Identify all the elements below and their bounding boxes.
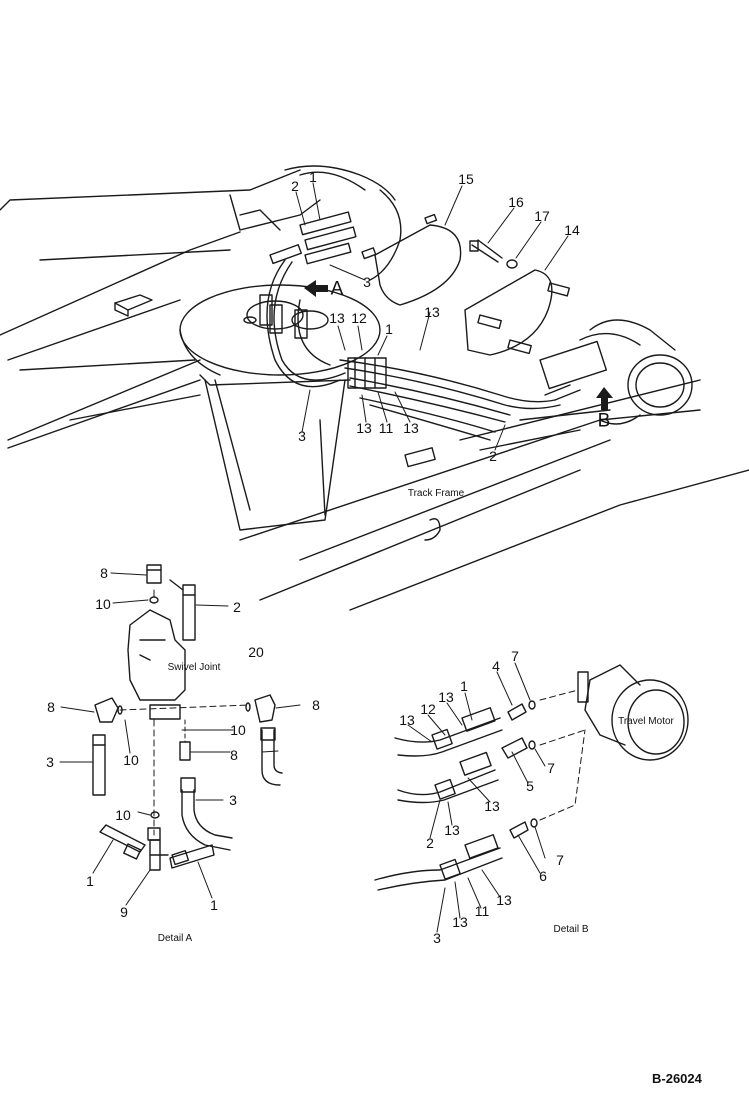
callout-main: 13 xyxy=(424,304,440,320)
callout-detail-b: 7 xyxy=(511,648,519,664)
callout-main: 16 xyxy=(508,194,524,210)
callout-detail-a: 1 xyxy=(210,897,218,913)
callout-detail-b: 2 xyxy=(426,835,434,851)
detail-b-drawing xyxy=(374,664,689,891)
callout-detail-b: 13 xyxy=(484,798,500,814)
view-arrows xyxy=(304,280,613,410)
callout-detail-a: 1 xyxy=(86,873,94,889)
covers-15-14 xyxy=(361,213,571,356)
callout-detail-a: 2 xyxy=(233,599,241,615)
callout-main: 14 xyxy=(564,222,580,238)
track-frame xyxy=(239,379,749,611)
detail-a-drawing xyxy=(92,564,283,871)
callout-detail-b: 1 xyxy=(460,678,468,694)
callout-detail-a: 8 xyxy=(100,565,108,581)
callout-detail-b: 13 xyxy=(438,689,454,705)
callout-main: 3 xyxy=(363,274,371,290)
callout-main: 3 xyxy=(298,428,306,444)
callout-detail-b: 7 xyxy=(556,852,564,868)
callout-detail-b: 13 xyxy=(496,892,512,908)
detail-b-title: Detail B xyxy=(553,924,589,935)
callout-main: 1 xyxy=(385,321,393,337)
callout-detail-a: 8 xyxy=(312,697,320,713)
view-label-a: A xyxy=(330,278,344,300)
callout-detail-b: 3 xyxy=(433,930,441,946)
detail-a-leaders xyxy=(59,572,301,906)
travel-motor-label: Travel Motor xyxy=(618,716,674,727)
callout-main: 13 xyxy=(403,420,419,436)
callout-main: 17 xyxy=(534,208,550,224)
callout-detail-b: 12 xyxy=(420,701,436,717)
track-frame-label: Track Frame xyxy=(407,488,465,499)
detail-a-title: Detail A xyxy=(157,933,193,944)
callout-detail-b: 4 xyxy=(492,658,500,674)
callout-detail-b: 6 xyxy=(539,868,547,884)
swivel-joint-label: Swivel Joint xyxy=(167,662,221,673)
swivel-housing xyxy=(179,165,402,531)
callout-detail-b: 13 xyxy=(452,914,468,930)
callout-detail-a: 10 xyxy=(95,596,111,612)
callout-detail-b: 7 xyxy=(547,760,555,776)
callout-detail-a: 10 xyxy=(123,752,139,768)
callout-main: 11 xyxy=(378,420,394,436)
callout-detail-a: 8 xyxy=(230,747,238,763)
callout-detail-a: 10 xyxy=(115,807,131,823)
travel-motor-main xyxy=(539,319,693,425)
callout-detail-a: 8 xyxy=(47,699,55,715)
hose-bundle xyxy=(266,259,561,441)
callout-detail-a: 10 xyxy=(230,722,246,738)
callout-detail-a: 20 xyxy=(248,644,264,660)
callout-detail-b: 13 xyxy=(399,712,415,728)
callout-detail-a: 3 xyxy=(229,792,237,808)
view-label-b: B xyxy=(597,410,611,432)
figure-code: B-26024 xyxy=(652,1071,702,1086)
callout-main: 1 xyxy=(309,169,317,185)
main-leader-lines xyxy=(295,182,569,451)
callout-detail-b: 5 xyxy=(526,778,534,794)
callout-main: 12 xyxy=(351,310,367,326)
callout-main: 15 xyxy=(458,171,474,187)
callout-detail-a: 9 xyxy=(120,904,128,920)
callout-detail-a: 3 xyxy=(46,754,54,770)
callout-main: 2 xyxy=(489,448,497,464)
upper-boom-frame xyxy=(0,169,301,449)
callout-main: 13 xyxy=(329,310,345,326)
callout-main: 13 xyxy=(356,420,372,436)
callout-main: 2 xyxy=(291,178,299,194)
detail-b-leaders xyxy=(407,662,546,933)
callout-detail-b: 13 xyxy=(444,822,460,838)
callout-detail-b: 11 xyxy=(474,903,490,919)
